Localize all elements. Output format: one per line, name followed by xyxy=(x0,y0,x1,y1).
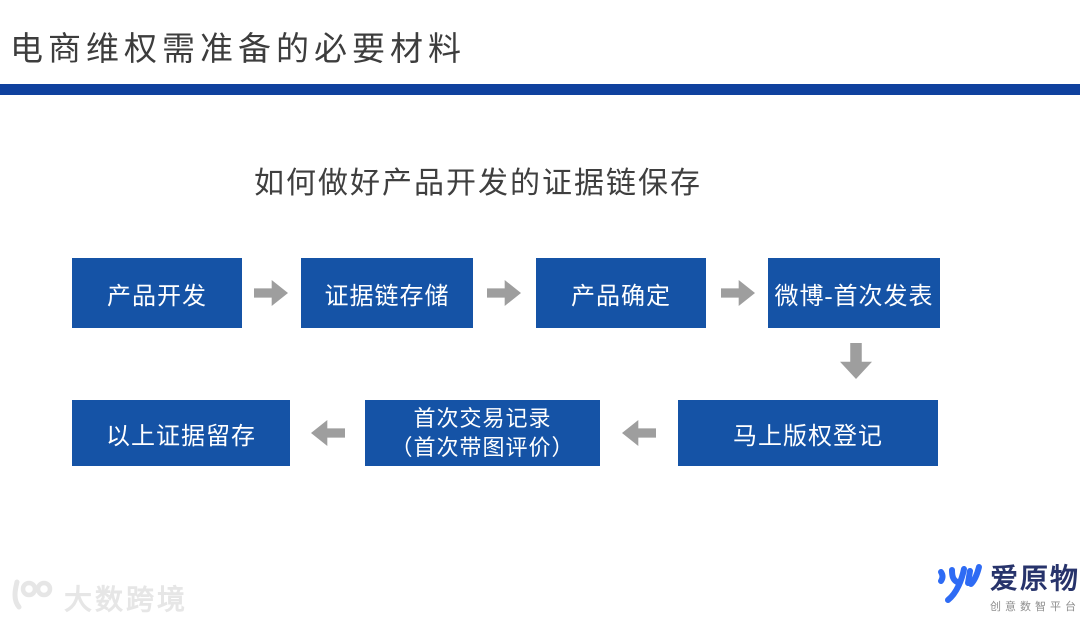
brand-name: 爱原物 xyxy=(990,563,1080,594)
flow-step-label: 产品确定 xyxy=(571,283,671,310)
flow-step-copyright-registration: 马上版权登记 xyxy=(678,400,938,466)
title-divider xyxy=(0,84,1080,95)
flow-step-evidence-chain-storage: 证据链存储 xyxy=(301,258,473,328)
flow-step-first-transaction-record: 首次交易记录 （首次带图评价） xyxy=(365,400,600,466)
page-title: 电商维权需准备的必要材料 xyxy=(10,32,466,68)
watermark-text: 大数跨境 xyxy=(64,583,189,615)
flow-step-label-line2: （首次带图评价） xyxy=(390,435,575,460)
flow-step-label: 证据链存储 xyxy=(324,283,450,310)
flow-step-label-line1: 首次交易记录 xyxy=(413,406,552,431)
dashu-kuajing-logo-icon xyxy=(8,576,56,619)
arrow-right-icon xyxy=(721,280,755,306)
arrow-left-icon xyxy=(622,420,656,446)
flow-step-label: 以上证据留存 xyxy=(106,423,256,450)
flow-step-label: 微博-首次发表 xyxy=(774,283,934,310)
brand-tagline: 创意数智平台 xyxy=(990,601,1080,613)
aiyuanwu-logo-icon xyxy=(933,563,985,610)
flow-step-label: 产品开发 xyxy=(107,283,207,310)
arrow-down-icon xyxy=(840,343,872,379)
flow-step-label: 马上版权登记 xyxy=(733,423,883,450)
flow-step-retain-evidence: 以上证据留存 xyxy=(72,400,290,466)
arrow-left-icon xyxy=(311,420,345,446)
flow-step-product-development: 产品开发 xyxy=(72,258,242,328)
brand-logo: 爱原物 创意数智平台 xyxy=(933,563,1080,614)
flow-step-weibo-first-publication: 微博-首次发表 xyxy=(768,258,940,328)
watermark: 大数跨境 xyxy=(8,576,188,619)
flow-step-product-confirmation: 产品确定 xyxy=(536,258,706,328)
arrow-right-icon xyxy=(487,280,521,306)
arrow-right-icon xyxy=(254,280,288,306)
diagram-title: 如何做好产品开发的证据链保存 xyxy=(254,167,702,200)
